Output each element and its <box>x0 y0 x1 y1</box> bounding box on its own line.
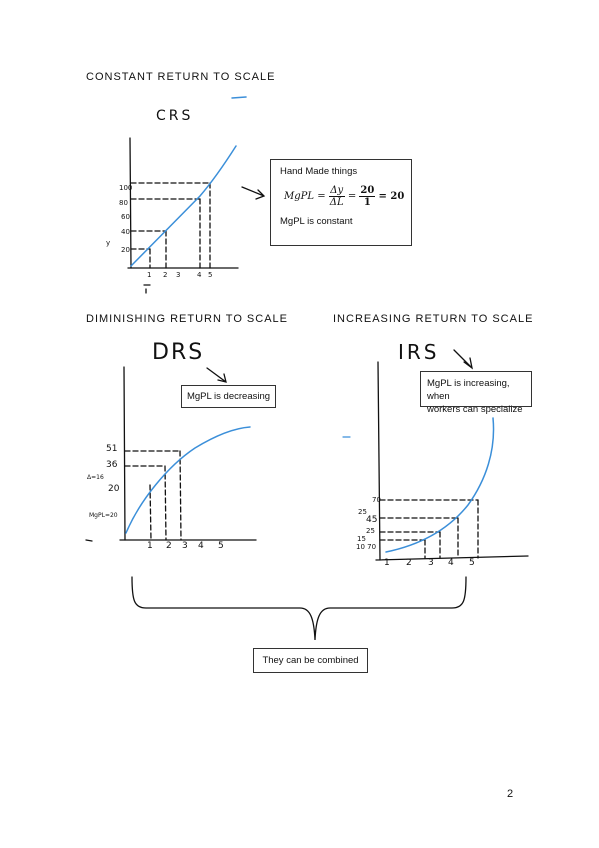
irs-xtick: 1 <box>384 558 390 568</box>
crs-arrow <box>241 186 266 200</box>
combined-note-text: They can be combined <box>262 655 359 666</box>
crs-l-mark <box>143 284 151 294</box>
crs-guides-h <box>130 182 211 250</box>
drs-xtick: 4 <box>198 541 204 551</box>
irs-ytick: 25 <box>366 527 375 535</box>
crs-handwritten-label: CRS <box>156 108 194 124</box>
stray-mark <box>231 96 247 99</box>
irs-ytick: 15 <box>357 535 366 543</box>
heading-drs: DIMINISHING RETURN TO SCALE <box>86 313 289 325</box>
crs-note-conclusion: MgPL is constant <box>280 216 353 227</box>
irs-y-axis <box>377 361 381 561</box>
crs-y-axis <box>129 137 132 269</box>
drs-guides-h <box>124 450 181 467</box>
irs-guides-v <box>424 499 479 559</box>
irs-xtick: 2 <box>406 558 412 568</box>
crs-ytick: 80 <box>119 199 128 207</box>
crs-ytick: 20 <box>121 246 130 254</box>
heading-crs: CONSTANT RETURN TO SCALE <box>86 71 276 83</box>
irs-xtick: 4 <box>448 558 454 568</box>
drs-curve <box>125 426 251 534</box>
crs-xtick: 4 <box>197 271 202 279</box>
formula-result: = 20 <box>378 191 405 202</box>
crs-ytick: 60 <box>121 213 130 221</box>
drs-note-box: MgPL is decreasing <box>181 385 276 408</box>
stray-mark <box>85 539 93 542</box>
crs-xtick: 1 <box>147 271 152 279</box>
drs-note-text: MgPL is decreasing <box>186 391 271 402</box>
crs-ylabel: y <box>106 239 111 247</box>
crs-guides-v <box>149 182 211 269</box>
drs-arrow <box>206 367 227 383</box>
irs-curve <box>385 417 495 553</box>
drs-ytick: 36 <box>106 460 118 470</box>
irs-note-line2: workers can specialize <box>427 404 523 415</box>
irs-ytick: 70 <box>372 496 381 504</box>
drs-guides-v <box>149 450 182 541</box>
drs-ytick: 20 <box>108 484 120 494</box>
irs-note-box: MgPL is increasing, when workers can spe… <box>420 371 532 415</box>
irs-xtick: 3 <box>428 558 434 568</box>
irs-x-axis <box>375 555 529 561</box>
heading-irs: INCREASING RETURN TO SCALE <box>333 313 534 325</box>
drs-xtick: 5 <box>218 541 224 551</box>
crs-note-title: Hand Made things <box>280 166 358 177</box>
drs-ytick: Δ=16 <box>87 474 104 481</box>
irs-ytick: 25 <box>358 508 367 516</box>
drs-handwritten-label: DRS <box>152 340 205 365</box>
irs-guides-h <box>379 499 479 541</box>
crs-xtick: 3 <box>176 271 181 279</box>
combined-note-box: They can be combined <box>253 648 368 673</box>
crs-ytick: 100 <box>119 184 133 192</box>
drs-ytick: MgPL=20 <box>89 512 118 519</box>
page-number: 2 <box>507 788 514 800</box>
drs-ytick: 51 <box>106 444 118 454</box>
irs-note-line1: MgPL is increasing, when <box>427 378 510 402</box>
formula-lhs: MgPL = <box>284 191 326 202</box>
crs-xtick: 2 <box>163 271 168 279</box>
irs-ytick: 45 <box>366 515 378 525</box>
crs-ytick: 40 <box>121 228 130 236</box>
crs-xtick: 5 <box>208 271 213 279</box>
drs-y-axis <box>123 366 126 541</box>
drs-xtick: 1 <box>147 541 153 551</box>
formula-eq: = <box>347 191 357 202</box>
irs-ytick: 10 70 <box>356 543 377 551</box>
crs-curve <box>130 145 237 267</box>
irs-xtick: 5 <box>469 558 475 568</box>
drs-xtick: 2 <box>166 541 172 551</box>
irs-handwritten-label: IRS <box>398 340 440 364</box>
combine-brace <box>131 576 467 641</box>
drs-xtick: 3 <box>182 541 188 551</box>
irs-arrow <box>453 349 473 370</box>
